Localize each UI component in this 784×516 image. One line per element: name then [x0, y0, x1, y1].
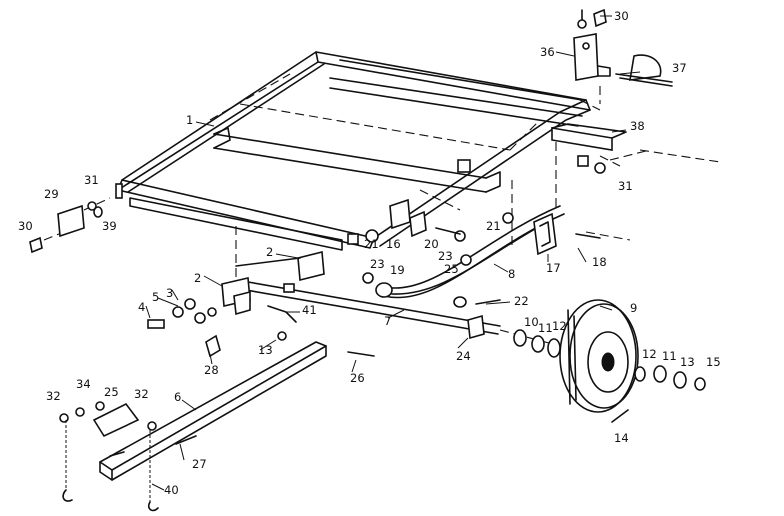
coupler-chain-hardware [59, 305, 375, 512]
callout-38: 38 [630, 119, 645, 133]
callout-25: 25 [104, 385, 119, 399]
callout-40: 40 [164, 483, 179, 497]
left-side-hardware [29, 201, 103, 254]
callout-31: 31 [618, 179, 633, 193]
callout-23: 23 [370, 257, 385, 271]
leader-lines [145, 15, 641, 491]
spring-hanger-17 [533, 212, 557, 256]
callout-21: 21 [364, 237, 379, 251]
callout-12: 12 [552, 319, 567, 333]
callout-13: 13 [680, 355, 695, 369]
callout-30: 30 [18, 219, 33, 233]
callout-39: 39 [102, 219, 117, 233]
callout-23: 23 [438, 249, 453, 263]
callout-18: 18 [592, 255, 607, 269]
callout-9: 9 [630, 301, 637, 315]
callout-32: 32 [134, 387, 149, 401]
callout-31: 31 [84, 173, 99, 187]
callout-36: 36 [540, 45, 555, 59]
trailer-frame [43, 51, 721, 300]
callout-14: 14 [614, 431, 629, 445]
front-brackets [147, 250, 325, 329]
callout-4: 4 [138, 300, 145, 314]
callout-22: 22 [514, 294, 529, 308]
callout-1: 1 [186, 113, 193, 127]
callout-37: 37 [672, 61, 687, 75]
callout-21: 21 [486, 219, 501, 233]
callout-3: 3 [166, 286, 173, 300]
callout-27: 27 [192, 457, 207, 471]
callout-30: 30 [614, 9, 629, 23]
top-right-hardware [551, 8, 673, 174]
hub-parts [513, 329, 706, 423]
wheel-9 [559, 299, 639, 413]
callout-8: 8 [508, 267, 515, 281]
callout-2: 2 [266, 245, 273, 259]
callout-12: 12 [642, 347, 657, 361]
callout-2: 2 [194, 271, 201, 285]
callout-17: 17 [546, 261, 561, 275]
callout-16: 16 [386, 237, 401, 251]
callout-7: 7 [384, 314, 391, 328]
callout-41: 41 [302, 303, 317, 317]
callout-6: 6 [174, 390, 181, 404]
tongue-6 [99, 341, 327, 481]
callout-25: 25 [444, 262, 459, 276]
callout-13: 13 [258, 343, 273, 357]
shackle-hardware [362, 198, 601, 340]
callout-26: 26 [350, 371, 365, 385]
callout-10: 10 [524, 315, 539, 329]
callout-11: 11 [662, 349, 677, 363]
callout-labels: 1 2 2 3 4 5 6 7 8 9 10 11 12 12 11 13 15… [18, 9, 721, 497]
callout-24: 24 [456, 349, 471, 363]
callout-28: 28 [204, 363, 219, 377]
callout-19: 19 [390, 263, 405, 277]
callout-32: 32 [46, 389, 61, 403]
callout-20: 20 [424, 237, 439, 251]
callout-29: 29 [44, 187, 59, 201]
callout-11: 11 [538, 321, 553, 335]
callout-34: 34 [76, 377, 91, 391]
callout-15: 15 [706, 355, 721, 369]
callout-5: 5 [152, 290, 159, 304]
